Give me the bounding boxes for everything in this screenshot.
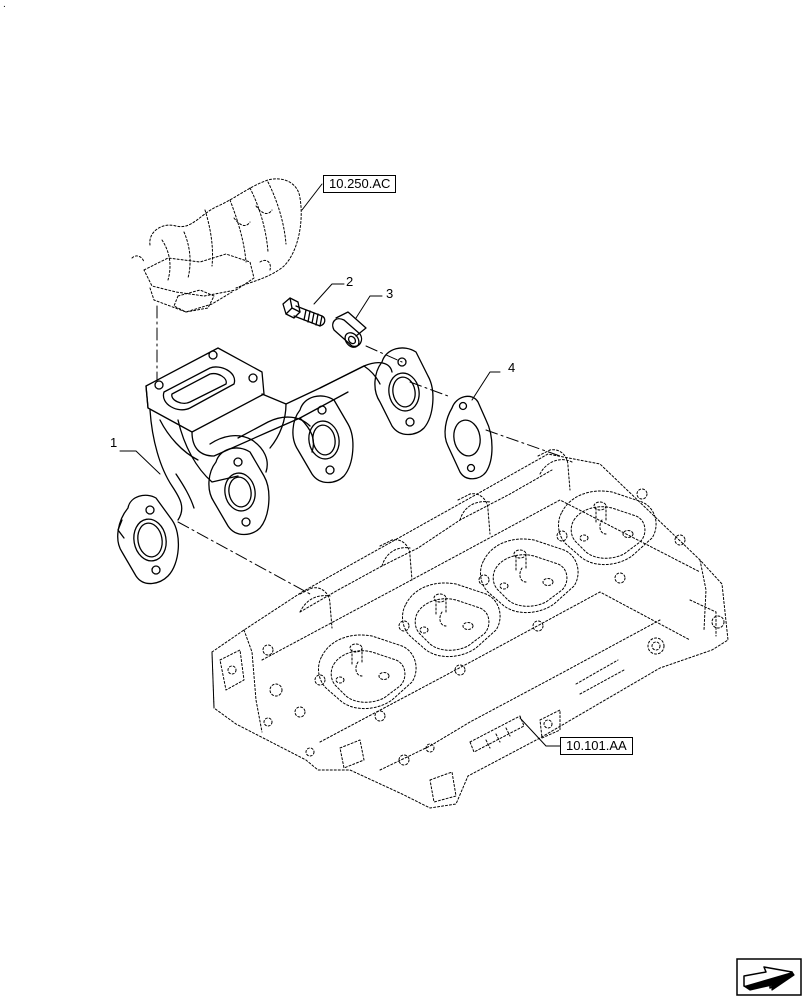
gasket — [444, 395, 493, 480]
callout-part-3: 3 — [386, 286, 394, 301]
corner-mark: . — [3, 0, 6, 10]
leader-lines — [119, 183, 561, 747]
cylinder-head-phantom — [211, 449, 729, 809]
callout-part-4: 4 — [508, 360, 516, 375]
next-page-arrow-icon[interactable] — [736, 958, 802, 996]
turbocharger-phantom — [131, 178, 302, 313]
callout-part-2: 2 — [346, 274, 354, 289]
callout-part-1: 1 — [110, 435, 118, 450]
exhaust-manifold — [117, 347, 434, 585]
reference-label-cylinder-head[interactable]: 10.101.AA — [560, 737, 633, 755]
alignment-lines — [156, 305, 561, 595]
bolt — [282, 297, 326, 327]
reference-label-turbocharger[interactable]: 10.250.AC — [323, 175, 397, 193]
spacer-sleeve — [332, 311, 367, 348]
